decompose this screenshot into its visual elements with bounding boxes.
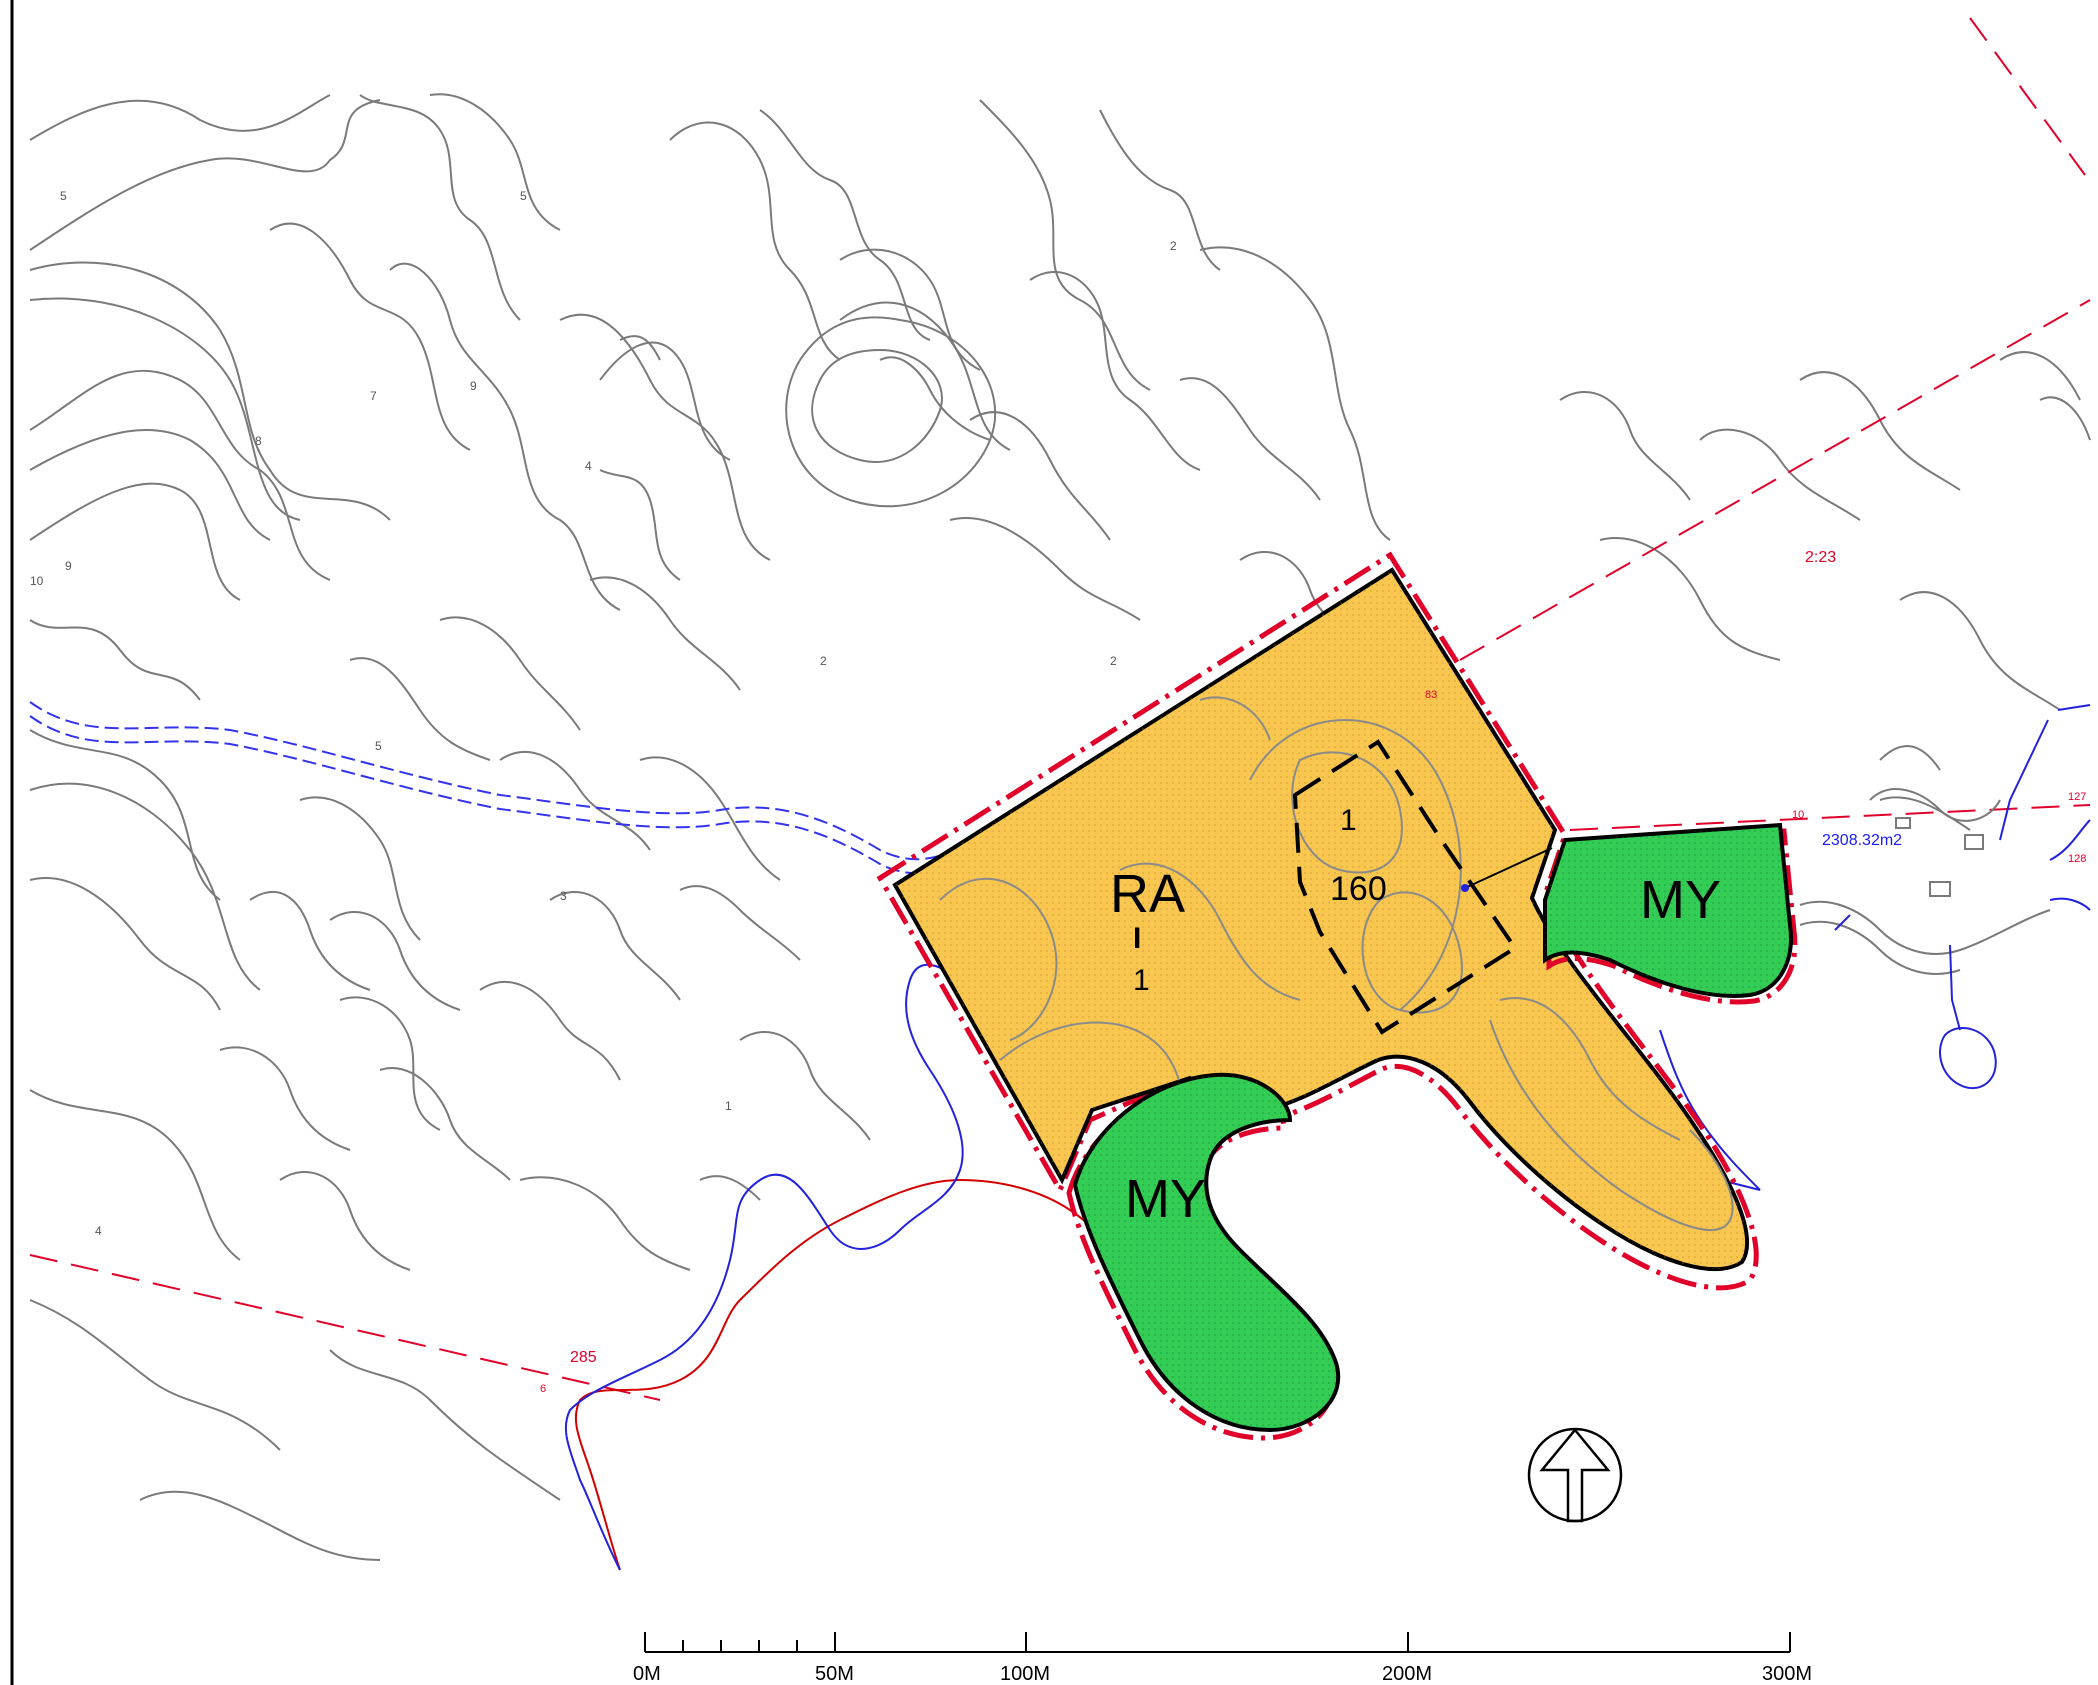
scale-label-100: 100M	[1000, 1663, 1050, 1685]
contour-label: 4	[585, 459, 592, 473]
plot-number: 83	[1425, 689, 1437, 701]
property-lines	[29, 17, 2091, 1401]
contour-label: 5	[520, 189, 527, 203]
ra-zone-texture	[895, 570, 1748, 1270]
contour-label: 2	[1110, 654, 1117, 668]
neighbour-buildings	[1799, 788, 2051, 975]
contour-lines	[29, 93, 2091, 1561]
ra-zone-label: RA	[1110, 864, 1185, 924]
plot-number: 128	[2068, 853, 2086, 865]
contour-label: 1	[725, 1099, 732, 1113]
neighbour-utilities	[1834, 704, 2091, 1090]
contour-label: 7	[370, 389, 377, 403]
scale-bar	[644, 1632, 1791, 1653]
my-left-zone-texture	[1075, 1074, 1339, 1430]
ra-zone-boundary	[876, 551, 1759, 1291]
plot-number: 10	[1792, 809, 1804, 821]
north-arrow-icon	[1527, 1427, 1623, 1523]
contour-label: 3	[560, 889, 567, 903]
ra-zone-sub: 1	[1133, 964, 1150, 997]
plot-number: 127	[2068, 791, 2086, 803]
building-area	[1292, 739, 1518, 1035]
building-area-sub: 1	[1340, 804, 1357, 837]
plot-connector	[1461, 847, 1553, 892]
scale-bar-labels: 0M 50M 100M 200M 300M	[633, 1663, 1812, 1685]
contour-label: 2	[820, 654, 827, 668]
scale-label-200: 200M	[1382, 1663, 1432, 1685]
scale-label-300: 300M	[1762, 1663, 1812, 1685]
my-right-zone-label: MY	[1640, 870, 1721, 930]
plot-number: 6	[540, 1383, 546, 1395]
scale-label-0: 0M	[633, 1663, 661, 1685]
contour-label: 5	[60, 189, 67, 203]
contour-label: 9	[470, 379, 477, 393]
my-right-zone-texture	[1545, 825, 1791, 996]
plot-number: 285	[570, 1349, 597, 1366]
contour-label: 8	[255, 434, 262, 448]
parcel-area-label: 2308.32m2	[1822, 832, 1902, 849]
contour-label: 9	[65, 559, 72, 573]
contour-label: 10	[30, 574, 44, 588]
my-left-zone-label: MY	[1125, 1169, 1206, 1229]
my-right-zone-boundary	[1546, 828, 1798, 1005]
plot-number: 2:23	[1805, 549, 1836, 566]
ra-zone-mark: I	[1133, 922, 1141, 955]
scale-label-50: 50M	[815, 1663, 854, 1685]
contour-label: 4	[95, 1224, 102, 1238]
building-area-size: 160	[1330, 870, 1387, 908]
contour-label: 2	[1170, 239, 1177, 253]
contour-label: 5	[375, 739, 382, 753]
